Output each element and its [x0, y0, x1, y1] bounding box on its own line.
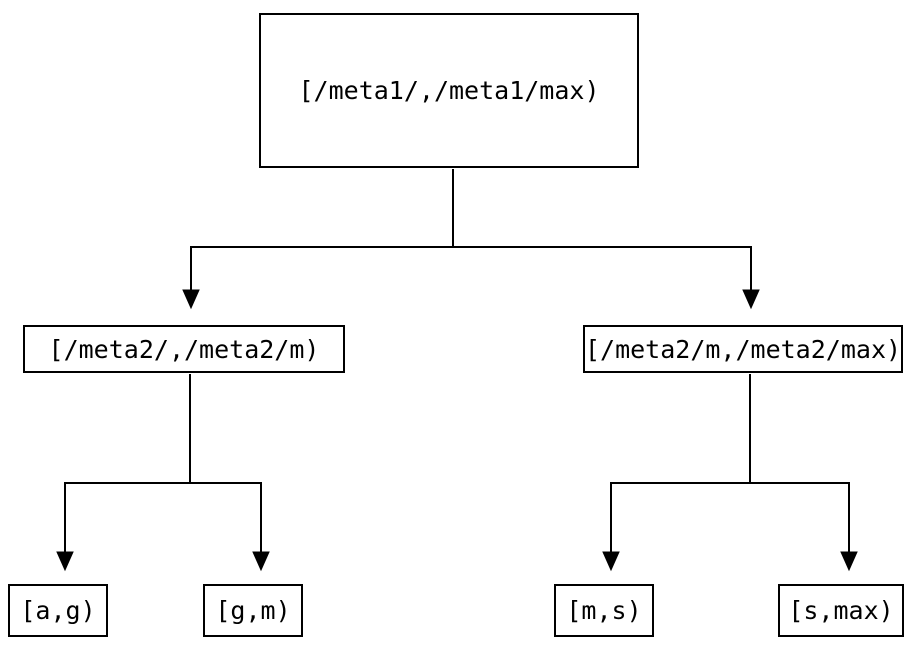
edge-right-to-leaves: [602, 374, 858, 572]
node-leaf-ag-label: [a,g): [20, 596, 96, 625]
node-meta2-left-label: [/meta2/,/meta2/m): [48, 334, 320, 364]
arrowhead-leaf-ms-icon: [602, 551, 620, 572]
node-meta2-right: [/meta2/m,/meta2/max): [583, 325, 903, 373]
arrowhead-leaf-smax-icon: [840, 551, 858, 572]
node-leaf-ms: [m,s): [554, 584, 654, 637]
node-leaf-gm: [g,m): [203, 584, 303, 637]
arrowhead-right-child-icon: [742, 289, 760, 310]
node-root-label: [/meta1/,/meta1/max): [298, 76, 600, 105]
edge-root-to-children: [182, 169, 760, 310]
node-root: [/meta1/,/meta1/max): [259, 13, 639, 168]
node-leaf-ag: [a,g): [8, 584, 108, 637]
edge-left-to-leaves: [56, 374, 270, 572]
node-leaf-ms-label: [m,s): [566, 596, 642, 625]
node-meta2-left: [/meta2/,/meta2/m): [23, 325, 345, 373]
node-leaf-smax: [s,max): [778, 584, 904, 637]
node-meta2-right-label: [/meta2/m,/meta2/max): [584, 334, 902, 364]
arrowhead-left-child-icon: [182, 289, 200, 310]
node-leaf-gm-label: [g,m): [215, 596, 291, 625]
arrowhead-leaf-ag-icon: [56, 551, 74, 572]
arrowhead-leaf-gm-icon: [252, 551, 270, 572]
node-leaf-smax-label: [s,max): [788, 596, 894, 625]
